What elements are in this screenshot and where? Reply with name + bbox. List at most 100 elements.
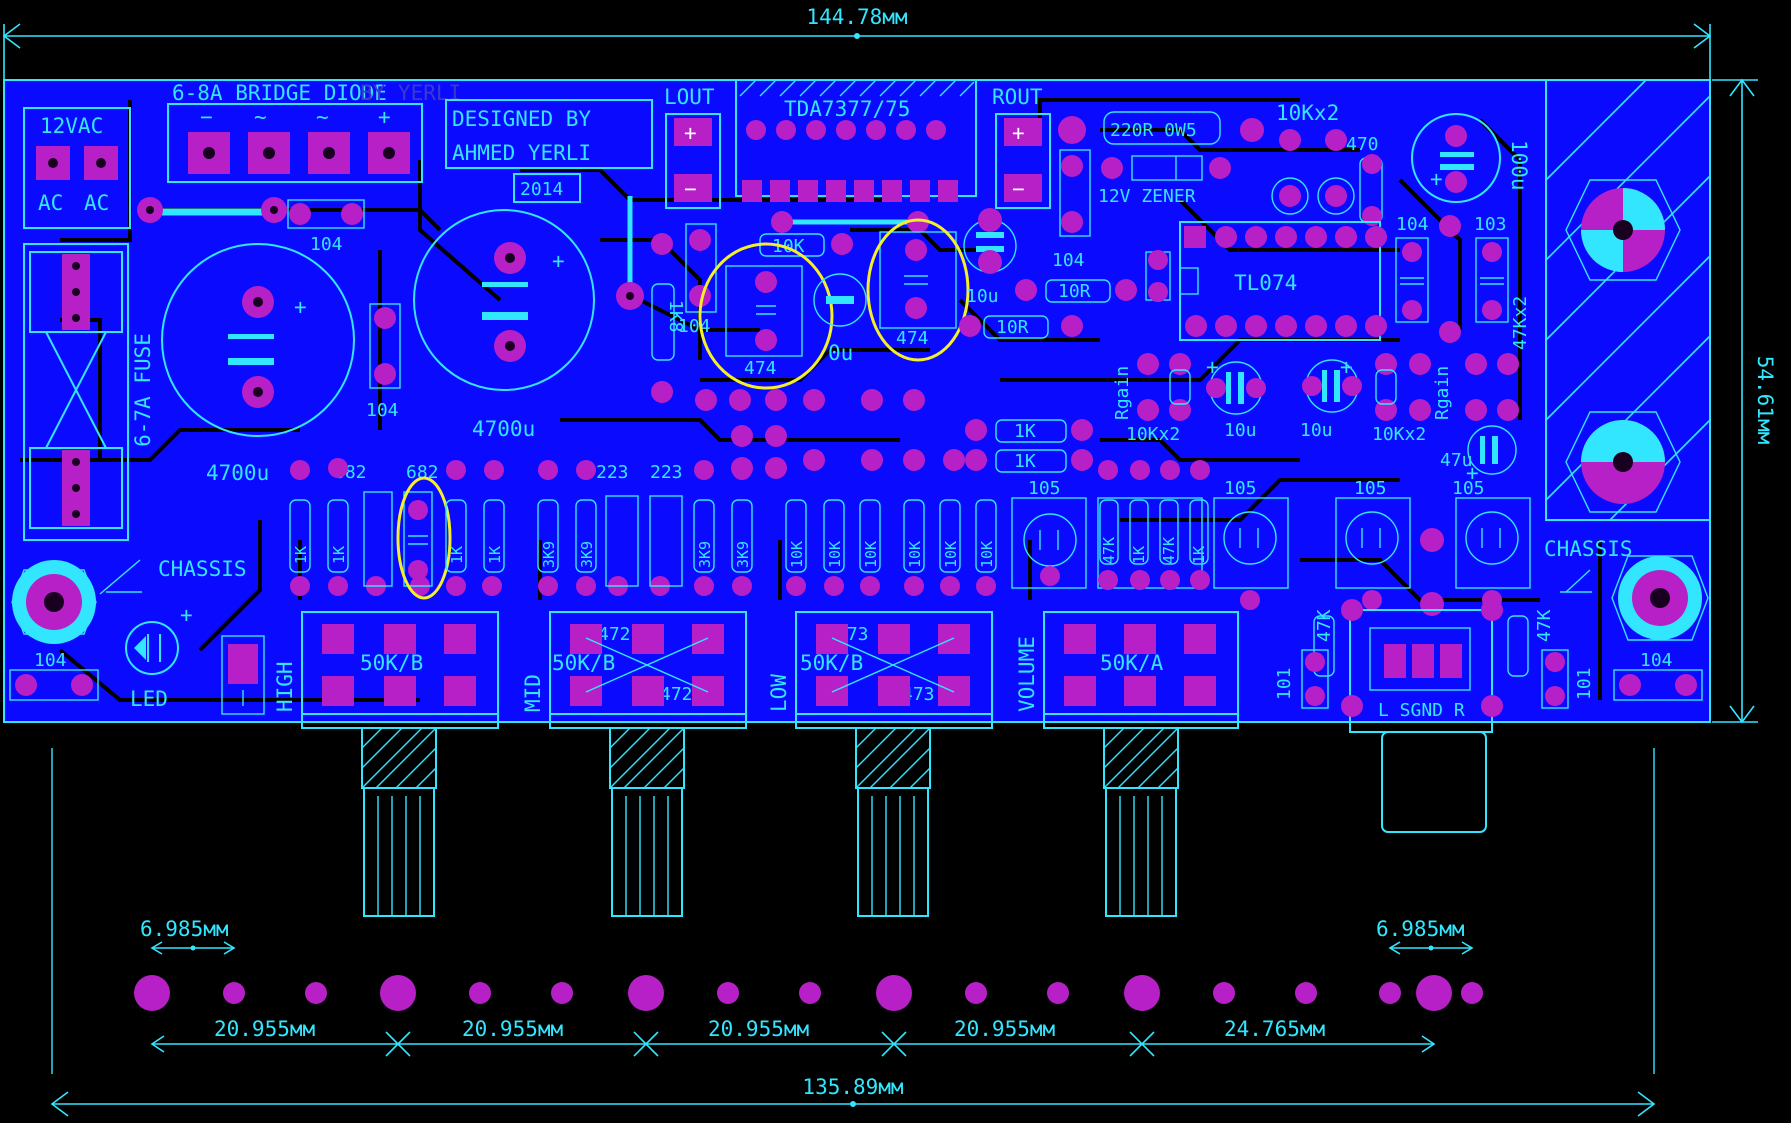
r-47kx2: 47Kx2 xyxy=(1510,296,1531,350)
cap-105-b: 105 xyxy=(1224,478,1257,499)
cap-103: 103 xyxy=(1474,214,1507,235)
highlight-682 xyxy=(396,476,452,600)
pot-mid-name: MID xyxy=(521,674,545,712)
r-10kx2-top: 10Kx2 xyxy=(1276,101,1339,125)
cap-10u-d: 10u xyxy=(1300,420,1333,441)
r-3k9-4: 3K9 xyxy=(734,541,752,568)
bridge-minus: − xyxy=(200,105,213,129)
rout-label: ROUT xyxy=(992,85,1043,109)
segment-3: 20.955мм xyxy=(708,1017,810,1041)
pot-vol-value: 50K/A xyxy=(1100,651,1164,675)
r-10k-v2: 10K xyxy=(826,541,844,568)
chassis-left-label: CHASSIS xyxy=(158,557,247,581)
amp-section: LOUT + − TDA7377/75 ROUT xyxy=(651,79,1137,403)
panel-drill-holes: 6.985мм 6.985мм 20.955мм 20.955мм 20.955… xyxy=(50,748,1656,1117)
cap-104-top: 104 xyxy=(310,234,343,255)
r-1k-a: 1K xyxy=(1014,421,1036,442)
segment-1: 20.955мм xyxy=(214,1017,316,1041)
r-1k-v2: 1K xyxy=(330,546,348,564)
rgain-left: Rgain xyxy=(1112,366,1133,420)
r-10k-v4: 10K xyxy=(906,541,924,568)
cap-223-b: 223 xyxy=(650,462,683,483)
r-3k9-3: 3K9 xyxy=(696,541,714,568)
r-1k8-label: 1K8 xyxy=(665,300,686,333)
highlight-474-b xyxy=(866,218,970,362)
pot-volume: VOLUME 50K/A xyxy=(1015,611,1239,917)
ac-label-2: AC xyxy=(84,191,109,215)
r-3k9-1: 3K9 xyxy=(540,541,558,568)
r-10r-b: 10R xyxy=(996,317,1029,338)
r-10kx2-left: 10Kx2 xyxy=(1126,424,1180,445)
cap-105-c: 105 xyxy=(1354,478,1387,499)
lout-minus: − xyxy=(684,177,697,201)
cap-474-a: 474 xyxy=(744,358,777,379)
total-width: 135.89мм xyxy=(802,1075,904,1099)
input-jack: L SGND R 47K 47K 101 101 xyxy=(1274,599,1595,833)
pot-high-name: HIGH xyxy=(273,661,297,712)
highlight-474-a xyxy=(698,242,834,390)
cap-104-right: 104 xyxy=(1640,650,1673,671)
spacing-right: 6.985мм xyxy=(1376,917,1465,941)
pot-mid-value: 50K/B xyxy=(552,651,615,675)
credit-year: 2014 xyxy=(520,179,563,200)
pot-high: HIGH 50K/B xyxy=(273,611,499,917)
pot-low-name: LOW xyxy=(767,674,791,712)
cap-104-f: 104 xyxy=(1396,214,1429,235)
potentiometers: HIGH 50K/B MID 50K/B 472 472 xyxy=(273,611,1239,917)
regulator-section: 220R 0W5 12V ZENER 10Kx2 470 + 100u TL0 xyxy=(965,101,1531,485)
spacing-left: 6.985мм xyxy=(140,917,229,941)
dimension-width: 144.78мм xyxy=(2,5,1712,80)
cap-100u-plus: + xyxy=(1430,167,1443,191)
r-1k-v3: 1K xyxy=(448,546,466,564)
r-47k-right: 47K xyxy=(1534,609,1555,642)
cap-10u-b: 0u xyxy=(828,341,853,365)
rgain-right: Rgain xyxy=(1432,366,1453,420)
cap-105-d: 105 xyxy=(1452,478,1485,499)
pot-mid: MID 50K/B 472 472 xyxy=(521,611,747,917)
segment-5: 24.765мм xyxy=(1224,1017,1326,1041)
r-47k-v2: 47K xyxy=(1160,537,1178,564)
vac-label: 12VAC xyxy=(40,114,103,138)
cap-474-b: 474 xyxy=(896,328,929,349)
cap-105-a: 105 xyxy=(1028,478,1061,499)
mirrored-text: BY YERLI xyxy=(360,81,461,105)
mount-hole-top xyxy=(1565,179,1681,281)
r-1k-v1: 1K xyxy=(292,546,310,564)
dimension-height: 54.61мм xyxy=(1712,78,1777,724)
bridge-plus: + xyxy=(378,105,391,129)
cap-10u-d-plus: + xyxy=(1340,355,1353,379)
r-10k-v3: 10K xyxy=(862,541,880,568)
pot-vol-name: VOLUME xyxy=(1015,636,1039,712)
credit-line-1: DESIGNED BY xyxy=(452,107,591,131)
cap-472-a: 472 xyxy=(598,624,631,645)
r-1k-v5: 1K xyxy=(1130,546,1148,564)
height-label: 54.61мм xyxy=(1753,356,1777,445)
cap-10u-a: 10u xyxy=(966,286,999,307)
cap-473-b: 473 xyxy=(902,684,935,705)
pot-low: LOW 50K/B 473 473 xyxy=(767,611,993,917)
r-10r-a: 10R xyxy=(1058,281,1091,302)
cap-4700-plus-2: + xyxy=(552,249,565,273)
cap-4700-plus-1: + xyxy=(294,295,307,319)
eq-section: 682 682 223 223 1K xyxy=(289,179,1709,701)
r-220-label: 220R 0W5 xyxy=(1110,120,1197,141)
r-3k9-2: 3K9 xyxy=(578,541,596,568)
r-1k-v6: 1K xyxy=(1190,546,1208,564)
eq-column-parts: 1K 1K 1K 1K 3K9 3K9 3K9 3K9 10K xyxy=(289,458,997,600)
segment-4: 20.955мм xyxy=(954,1017,1056,1041)
cap-104-b: 104 xyxy=(366,400,399,421)
chassis-right-label: CHASSIS xyxy=(1544,537,1633,561)
jack-label: L SGND R xyxy=(1378,700,1465,721)
segment-2: 20.955мм xyxy=(462,1017,564,1041)
zener-label: 12V ZENER xyxy=(1098,186,1196,207)
cap-223-a: 223 xyxy=(596,462,629,483)
r-470-label: 470 xyxy=(1346,134,1379,155)
width-label: 144.78мм xyxy=(806,5,908,29)
r-10k-v6: 10K xyxy=(978,541,996,568)
bridge-ac-2: ~ xyxy=(316,105,329,129)
r-47k-left: 47K xyxy=(1314,609,1335,642)
r-10k-v5: 10K xyxy=(942,541,960,568)
cap-104-e: 104 xyxy=(1052,250,1085,271)
